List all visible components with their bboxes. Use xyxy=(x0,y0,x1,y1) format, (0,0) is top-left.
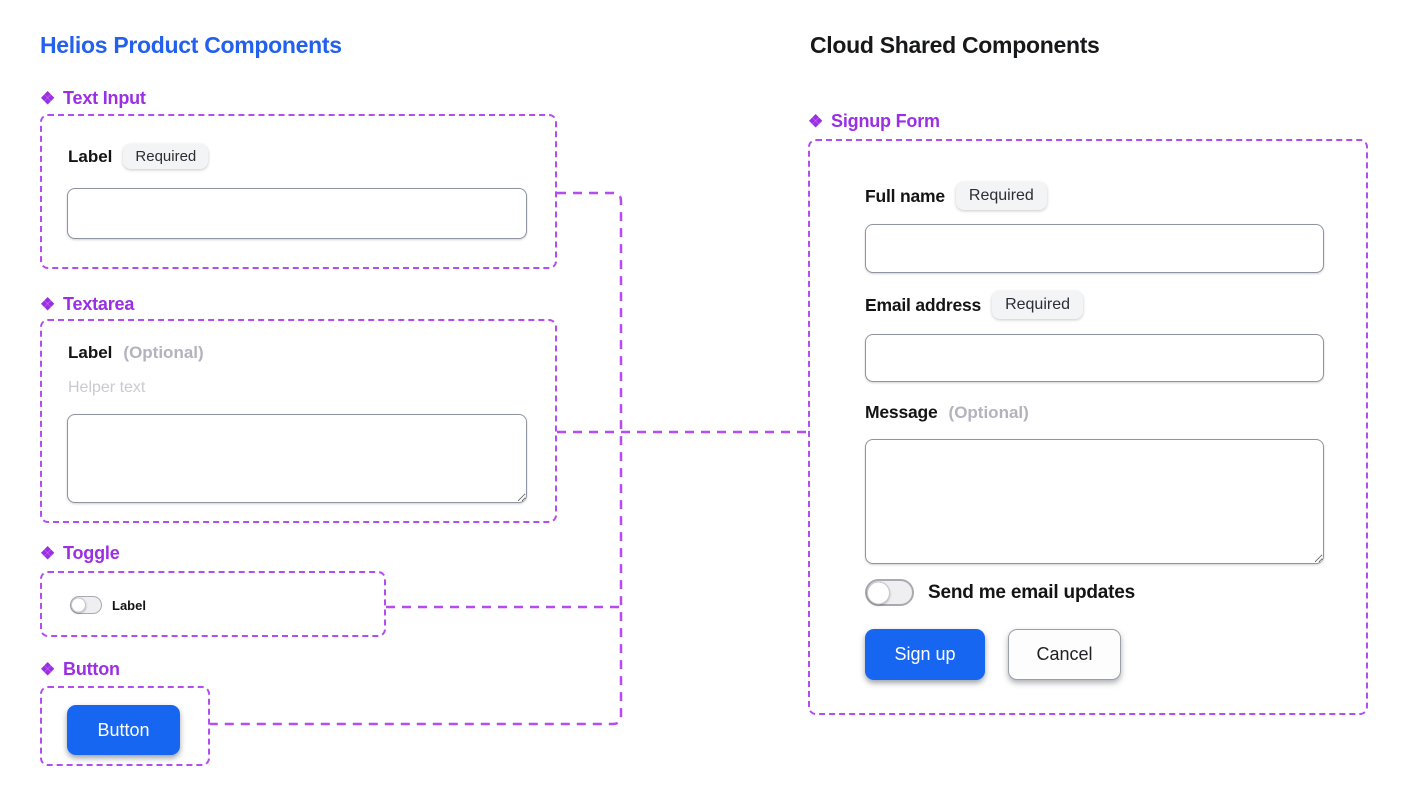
button-component-frame: Button xyxy=(40,686,210,766)
component-icon: ❖ xyxy=(40,295,56,314)
email-updates-label: Send me email updates xyxy=(928,581,1135,603)
toggle-label: Label xyxy=(112,597,146,613)
toggle-row: Label xyxy=(70,596,146,614)
section-label-text: Toggle xyxy=(63,543,120,563)
required-badge: Required xyxy=(123,144,209,169)
message-label-row: Message (Optional) xyxy=(865,402,1029,423)
field-label: Email address xyxy=(865,294,982,315)
component-icon: ❖ xyxy=(40,89,56,108)
email-updates-toggle[interactable] xyxy=(865,579,914,606)
text-input-label-row: Label Required xyxy=(68,144,209,169)
component-icon: ❖ xyxy=(40,544,56,563)
text-input-component-frame: Label Required xyxy=(40,114,557,269)
component-icon: ❖ xyxy=(40,660,56,679)
section-label-toggle: ❖ Toggle xyxy=(40,543,120,564)
cancel-button[interactable]: Cancel xyxy=(1008,629,1121,680)
textarea-component-frame: Label (Optional) Helper text xyxy=(40,319,557,523)
helper-text: Helper text xyxy=(68,379,146,396)
toggle-switch[interactable] xyxy=(70,596,102,614)
message-textarea[interactable] xyxy=(865,439,1324,564)
section-label-text: Signup Form xyxy=(831,111,940,131)
signup-form-frame: Full name Required Email address Require… xyxy=(808,139,1368,715)
left-panel-title: Helios Product Components xyxy=(40,32,342,58)
toggle-thumb xyxy=(867,581,890,604)
email-label-row: Email address Required xyxy=(865,291,1084,319)
field-label: Label xyxy=(68,146,113,166)
required-badge: Required xyxy=(955,182,1047,210)
section-label-textarea: ❖ Textarea xyxy=(40,294,134,315)
optional-suffix: (Optional) xyxy=(948,402,1029,422)
sign-up-button[interactable]: Sign up xyxy=(865,629,985,680)
field-label: Label xyxy=(68,343,113,362)
component-icon: ❖ xyxy=(808,112,824,131)
full-name-input[interactable] xyxy=(865,224,1324,273)
full-name-label-row: Full name Required xyxy=(865,182,1047,210)
required-badge: Required xyxy=(992,291,1084,319)
textarea-field[interactable] xyxy=(67,414,527,503)
section-label-signup-form: ❖ Signup Form xyxy=(808,111,940,132)
section-label-text: Text Input xyxy=(63,88,146,108)
email-updates-toggle-row: Send me email updates xyxy=(865,579,1135,606)
toggle-component-frame: Label xyxy=(40,571,386,637)
text-input-field[interactable] xyxy=(67,188,527,239)
section-label-button: ❖ Button xyxy=(40,659,120,680)
section-label-text: Textarea xyxy=(63,294,135,314)
toggle-thumb xyxy=(71,597,86,613)
right-panel-title: Cloud Shared Components xyxy=(810,32,1100,58)
field-label: Full name xyxy=(865,185,945,206)
section-label-text-input: ❖ Text Input xyxy=(40,88,146,109)
sample-button[interactable]: Button xyxy=(67,705,180,755)
textarea-label-row: Label (Optional) xyxy=(68,343,204,363)
optional-suffix: (Optional) xyxy=(123,343,204,362)
email-input[interactable] xyxy=(865,334,1324,382)
section-label-text: Button xyxy=(63,659,120,679)
field-label: Message xyxy=(865,402,938,422)
